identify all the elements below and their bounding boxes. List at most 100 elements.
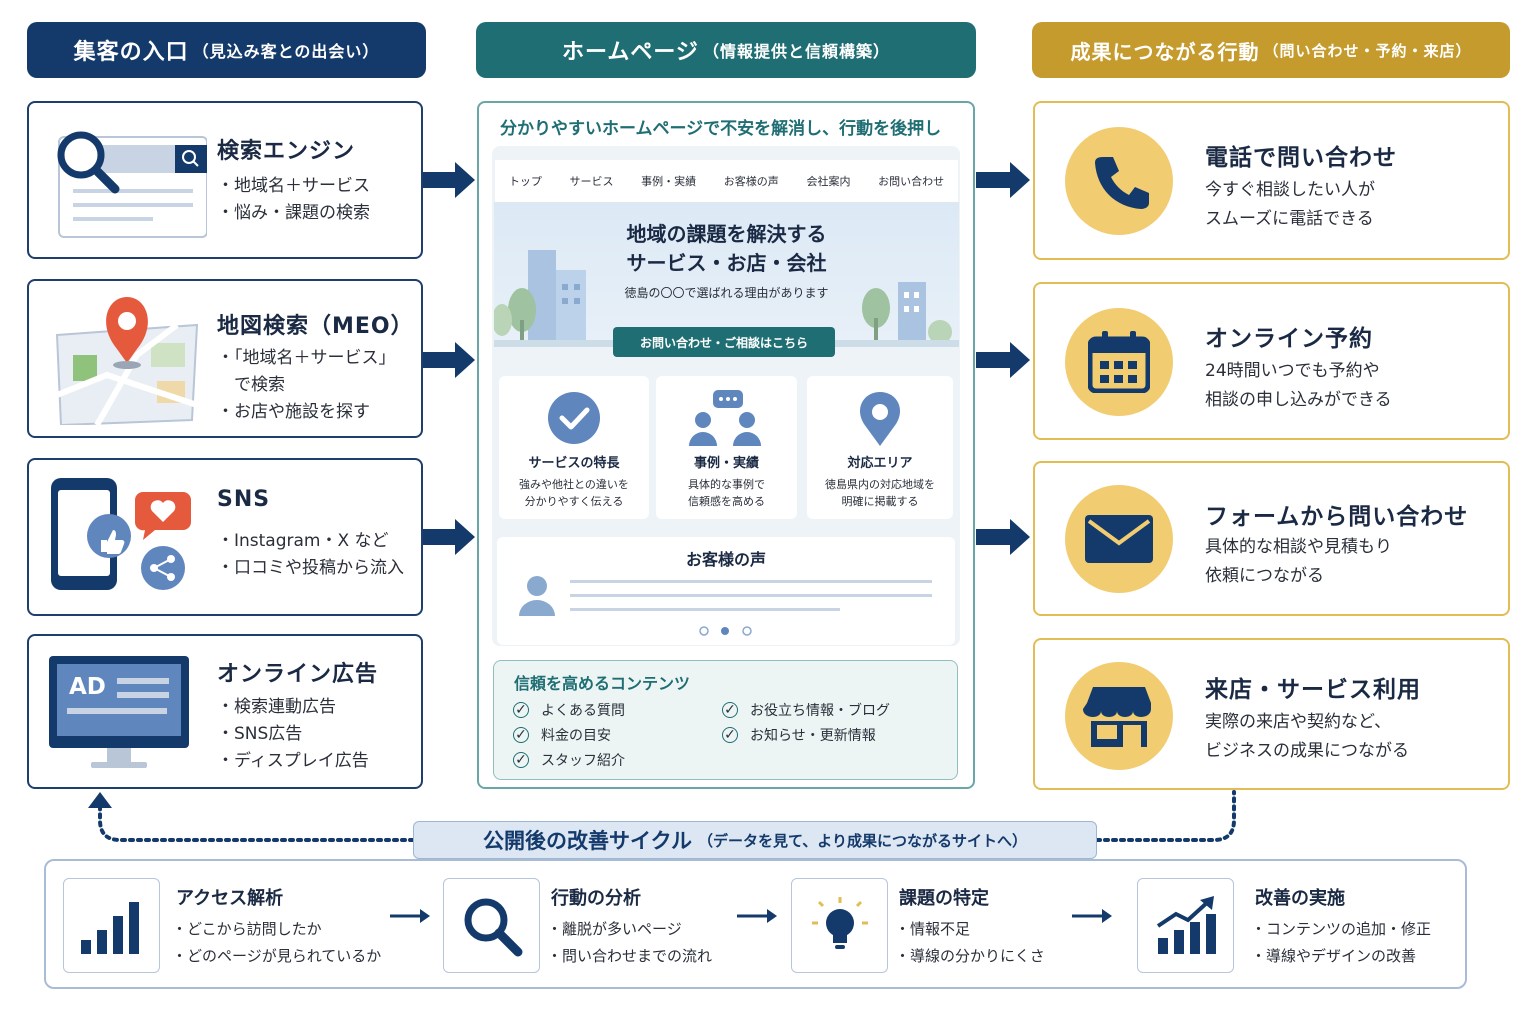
action-store-title: 来店・サービス利用 [1205, 677, 1421, 703]
entry-ads-item: 検索連動広告 [217, 694, 369, 721]
feature-desc: 強みや他社との違いを 分かりやすく伝える [499, 476, 649, 510]
feature-card: サービスの特長 強みや他社との違いを 分かりやすく伝える [499, 376, 649, 519]
trust-item: ✓よくある質問 [513, 700, 625, 720]
header-entry-sub: （見込み客との出会い） [192, 42, 380, 61]
mockup-hero-title: 地域の課題を解決する サービス・お店・会社 [494, 220, 959, 278]
trust-item-label: 料金の目安 [541, 728, 611, 744]
phone-icon [1065, 127, 1173, 235]
header-actions-title: 成果につながる行動 [1070, 39, 1260, 64]
action-booking-title: オンライン予約 [1205, 326, 1373, 352]
feature-desc-line: 分かりやすく伝える [524, 495, 624, 508]
entry-ads-title: オンライン広告 [217, 662, 379, 687]
bar-chart-icon [63, 878, 160, 973]
feature-desc: 徳島県内の対応地域を 明確に掲載する [807, 476, 953, 510]
action-phone-desc: 今すぐ相談したい人が スムーズに電話できる [1205, 176, 1375, 234]
action-store-desc: 実際の来店や契約など、 ビジネスの成果につながる [1205, 708, 1409, 766]
check-icon: ✓ [513, 752, 529, 768]
feature-desc-line: 徳島県内の対応地域を [825, 478, 935, 491]
entry-ads-item: ディスプレイ広告 [217, 748, 369, 775]
testimonial-content [519, 576, 932, 636]
trust-item-label: よくある質問 [541, 703, 625, 719]
check-circle-icon [548, 392, 600, 444]
check-icon: ✓ [722, 702, 738, 718]
carousel-dot-active [721, 627, 729, 635]
arrow-right-icon [390, 909, 430, 923]
trust-item-label: スタッフ紹介 [541, 753, 625, 769]
entry-search-item: 地域名＋サービス [217, 173, 370, 200]
header-homepage: ホームページ （情報提供と信頼構築） [476, 22, 976, 78]
map-pin-icon [55, 297, 199, 425]
entry-sns-title: SNS [217, 487, 271, 512]
cycle-step-title: 改善の実施 [1255, 888, 1345, 909]
testimonial-title: お客様の声 [685, 550, 766, 569]
entry-search-list: 地域名＋サービス 悩み・課題の検索 [217, 173, 370, 227]
cycle-step-item: 導線の分かりにくさ [895, 943, 1045, 970]
action-desc-line: スムーズに電話できる [1205, 209, 1374, 229]
entry-ads-list: 検索連動広告 SNS広告 ディスプレイ広告 [217, 694, 369, 775]
entry-map-item-cont: で検索 [234, 375, 285, 395]
feature-title: サービスの特長 [528, 456, 620, 471]
trust-item: ✓ スタッフ紹介 [513, 750, 625, 770]
action-form-title: フォームから問い合わせ [1205, 504, 1469, 530]
trust-item: ✓ 料金の目安 [513, 725, 611, 745]
action-card-booking: オンライン予約 24時間いつでも予約や 相談の申し込みができる [1033, 282, 1510, 440]
entry-map-item: 「地域名＋サービス」 [217, 345, 396, 372]
action-desc-line: 今すぐ相談したい人が [1205, 180, 1375, 200]
mockup-nav-item: お客様の声 [723, 175, 779, 188]
trust-item-label: お役立ち情報・ブログ [750, 703, 890, 719]
entry-sns-list: Instagram・X など 口コミや投稿から流入 [217, 528, 404, 582]
feature-desc: 具体的な事例で 信頼感を高める [656, 476, 797, 510]
mockup-hero-sub: 徳島の〇〇で選ばれる理由があります [624, 286, 829, 300]
calendar-icon [1065, 308, 1173, 416]
arrow-right-icon [976, 342, 1030, 378]
check-icon: ✓ [722, 727, 738, 743]
entry-card-sns: SNS Instagram・X など 口コミや投稿から流入 [27, 458, 423, 616]
ad-label: AD [69, 674, 106, 700]
entry-sns-item: 口コミや投稿から流入 [217, 555, 404, 582]
entry-map-item: お店や施設を探す [217, 399, 396, 426]
entry-ads-item: SNS広告 [217, 721, 369, 748]
trust-item-label: お知らせ・更新情報 [750, 728, 876, 744]
cycle-step-list: コンテンツの追加・修正 導線やデザインの改善 [1251, 916, 1431, 970]
magnifier-icon [443, 878, 540, 973]
header-actions: 成果につながる行動 （問い合わせ・予約・来店） [1032, 22, 1510, 78]
feature-desc-line: 信頼感を高める [688, 495, 765, 508]
mockup-cta-button[interactable]: お問い合わせ・ご相談はこちら [613, 327, 835, 357]
arrow-right-icon [737, 909, 777, 923]
entry-map-list: 「地域名＋サービス」 で検索 お店や施設を探す [217, 345, 396, 426]
avatar-icon [527, 576, 547, 596]
feedback-loop-arrow [88, 790, 1236, 842]
cycle-step-item: どこから訪問したか [172, 916, 381, 943]
arrow-right-icon [1072, 909, 1112, 923]
entry-search-item: 悩み・課題の検索 [217, 200, 370, 227]
feature-card: 対応エリア 徳島県内の対応地域を 明確に掲載する [807, 376, 953, 519]
arrow-right-icon [976, 162, 1030, 198]
mockup-nav-item: お問い合わせ [878, 175, 945, 188]
action-desc-line: 実際の来店や契約など、 [1205, 712, 1392, 732]
entry-card-search: 検索エンジン 地域名＋サービス 悩み・課題の検索 [27, 101, 423, 259]
entry-card-ads: AD オンライン広告 検索連動広告 SNS広告 ディスプレイ広告 [27, 634, 423, 789]
cycle-step-item: 問い合わせまでの流れ [547, 943, 712, 970]
action-desc-line: ビジネスの成果につながる [1205, 741, 1409, 761]
trust-item: ✓ お役立ち情報・ブログ [722, 700, 890, 720]
lightbulb-icon [791, 878, 888, 973]
feature-desc-line: 具体的な事例で [688, 478, 765, 491]
smartphone-icon [51, 478, 191, 590]
mockup-hero-title-line: サービス・お店・会社 [626, 251, 827, 275]
check-icon: ✓ [513, 727, 529, 743]
header-entry-title: 集客の入口 [73, 40, 189, 65]
feature-card: 事例・実績 具体的な事例で 信頼感を高める [656, 376, 797, 519]
cycle-step-title: 課題の特定 [899, 888, 989, 909]
feature-desc-line: 強みや他社との違いを [519, 478, 629, 491]
cycle-step-item: 情報不足 [895, 916, 1045, 943]
cycle-step-item: 離脱が多いページ [547, 916, 712, 943]
improvement-cycle-label: 公開後の改善サイクル （データを見て、より成果につながるサイトへ） [413, 821, 1097, 859]
action-desc-line: 依頼につながる [1205, 566, 1324, 586]
action-phone-title: 電話で問い合わせ [1205, 145, 1397, 171]
header-entry-points: 集客の入口 （見込み客との出会い） [27, 22, 426, 78]
cycle-step-list: 離脱が多いページ 問い合わせまでの流れ [547, 916, 712, 970]
mockup-nav-item: サービス [569, 175, 614, 188]
mockup-nav-item: トップ [508, 175, 542, 188]
action-card-phone: 電話で問い合わせ 今すぐ相談したい人が スムーズに電話できる [1033, 101, 1510, 260]
cycle-step-list: 情報不足 導線の分かりにくさ [895, 916, 1045, 970]
